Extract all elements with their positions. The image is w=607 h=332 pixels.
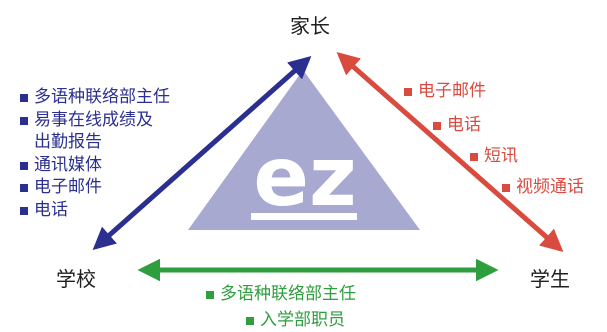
parent-student-channel-list-1: 电子邮件 [404, 80, 486, 103]
bullet-square-icon [433, 122, 441, 130]
node-parent: 家长 [290, 14, 330, 38]
list-item: 电话 [433, 114, 481, 137]
ez-logo: ez [253, 130, 356, 225]
list-item: 通讯媒体 [20, 154, 170, 177]
bullet-square-icon [206, 291, 214, 299]
school-parent-channel-list: 多语种联络部主任 易事在线成绩及出勤报告 通讯媒体 电子邮件 电话 [20, 86, 170, 221]
bullet-square-icon [20, 116, 28, 125]
parent-student-channel-list-3: 短讯 [470, 145, 518, 168]
bullet-square-icon [246, 317, 254, 325]
list-item: 短讯 [470, 145, 518, 168]
school-student-channel-list-2: 入学部职员 [246, 309, 345, 332]
list-item: 电子邮件 [404, 80, 486, 103]
ez-logo-underline [251, 213, 357, 220]
bullet-square-icon [20, 206, 28, 215]
bullet-square-icon [470, 153, 478, 161]
node-school: 学校 [56, 267, 96, 291]
bullet-square-icon [502, 184, 510, 192]
parent-student-arrow [336, 52, 564, 252]
bullet-square-icon [20, 94, 28, 102]
school-student-channel-list-1: 多语种联络部主任 [206, 283, 356, 306]
list-item: 电话 [20, 199, 170, 222]
bullet-square-icon [20, 184, 28, 192]
node-student: 学生 [530, 267, 570, 291]
list-item: 电子邮件 [20, 176, 170, 199]
list-item: 视频通话 [502, 176, 584, 199]
list-item: 多语种联络部主任 [206, 283, 356, 306]
parent-student-channel-list-2: 电话 [433, 114, 481, 137]
list-item: 易事在线成绩及出勤报告 [20, 109, 170, 154]
bullet-square-icon [404, 88, 412, 96]
school-parent-arrow [92, 56, 312, 250]
list-item: 入学部职员 [246, 309, 345, 332]
list-item: 多语种联络部主任 [20, 86, 170, 109]
parent-student-channel-list-4: 视频通话 [502, 176, 584, 199]
bullet-square-icon [20, 161, 28, 170]
